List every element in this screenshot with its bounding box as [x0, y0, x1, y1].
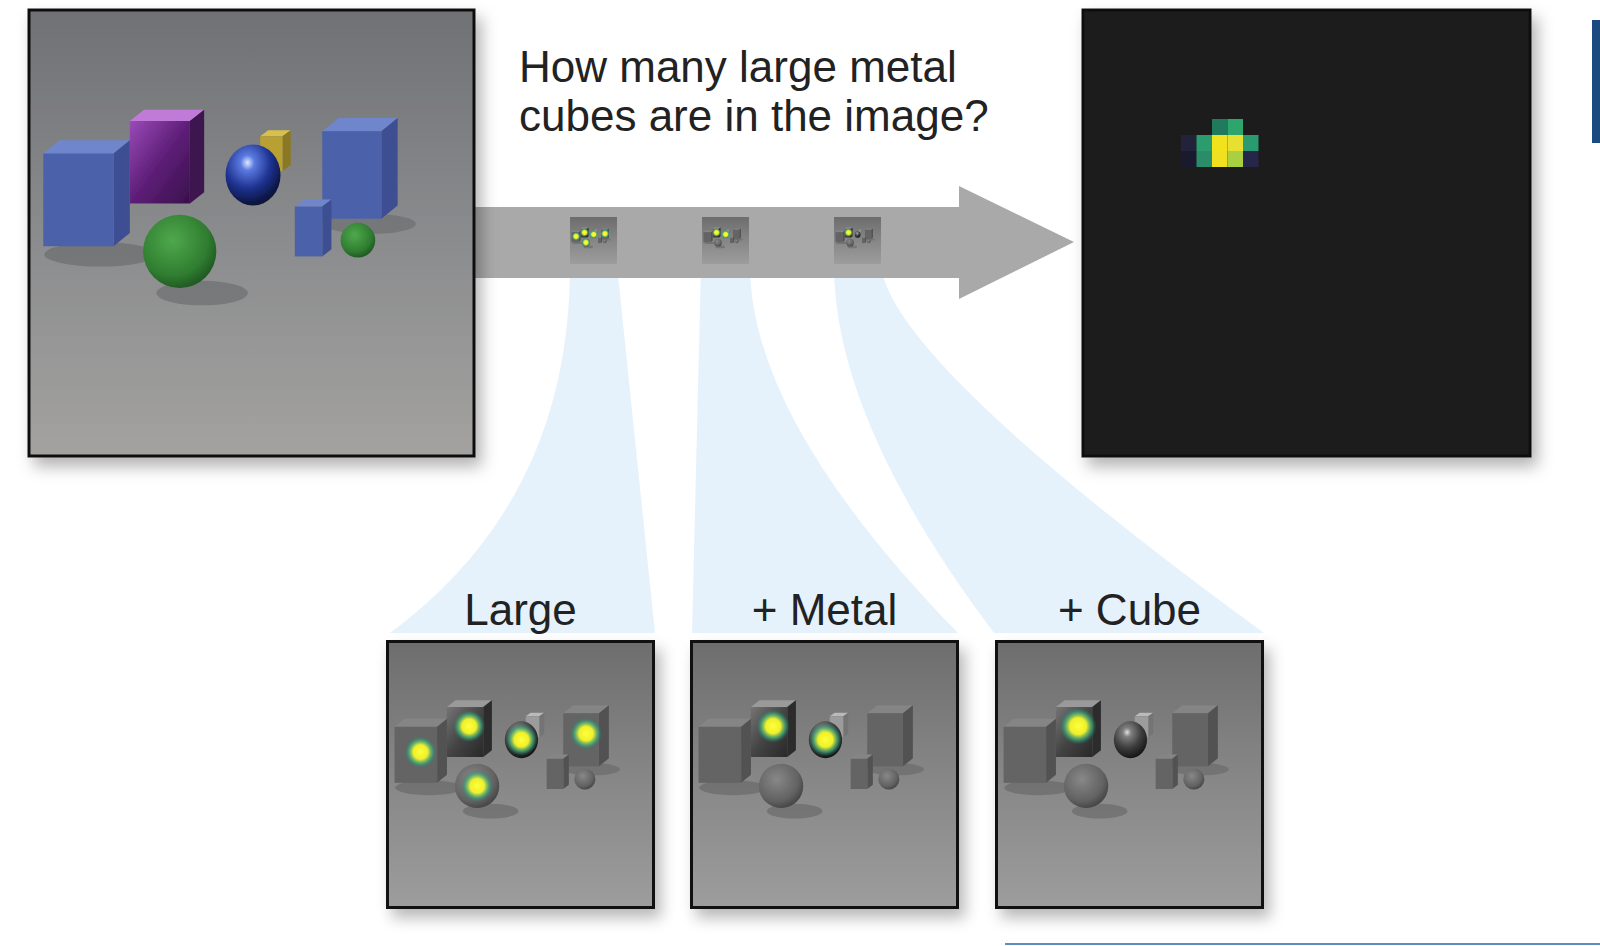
rule-line: [1005, 943, 1600, 945]
scene-shape: [505, 724, 537, 756]
attention-map: [1083, 10, 1530, 456]
scene-shape: [721, 230, 730, 239]
scene-shape: [29, 10, 474, 455]
scene-shape: [29, 10, 474, 455]
scene-shape: [600, 229, 609, 238]
scene-shape: [1181, 151, 1197, 167]
question-text: How many large metal cubes are in the im…: [519, 42, 1019, 140]
scene-shape: [995, 640, 1264, 909]
scene-shape: [453, 710, 485, 742]
scene-shape: [809, 723, 842, 756]
attention-panel-frame: + Metal: [690, 640, 959, 909]
attention-panel-frame: Large: [386, 640, 655, 909]
scene-shape: [1243, 151, 1259, 167]
scene-shape: [1228, 151, 1244, 167]
step-heading: Large: [349, 585, 692, 635]
attention-panel: [386, 640, 655, 909]
attention-panel-frame: + Cube: [995, 640, 1264, 909]
attention-panel: [690, 640, 959, 909]
scene-shape: [1228, 135, 1244, 151]
scene-shape: [1083, 10, 1530, 456]
scene-shape: [404, 736, 436, 768]
thumbnail: [702, 217, 749, 264]
scene-shape: [29, 10, 474, 456]
scene-shape: [580, 228, 589, 237]
thumbnail: [570, 217, 617, 264]
scene-shape: [756, 710, 789, 743]
scene-shape: [844, 228, 853, 237]
scene-shape: [386, 640, 655, 909]
process-arrow: [474, 186, 1074, 299]
thumbnail: [834, 217, 881, 264]
edge-bar: [1592, 20, 1600, 143]
scene-shape: [570, 217, 617, 264]
scene-shape: [461, 770, 493, 802]
step-heading: + Cube: [958, 585, 1301, 635]
scene-shape: [690, 640, 959, 909]
scene-shape: [1228, 119, 1244, 135]
scene-shape: [1212, 135, 1228, 151]
scene-shape: [589, 230, 598, 239]
attention-panel: [995, 640, 1264, 909]
heatmap: [1181, 119, 1259, 167]
scene-shape: [834, 217, 881, 264]
scene-shape: [1212, 119, 1228, 135]
scene-shape: [702, 217, 749, 264]
scene-shape: [1197, 135, 1213, 151]
scene-shape: [1181, 135, 1197, 151]
step-heading: + Metal: [653, 585, 996, 635]
scene-shape: [1197, 151, 1213, 167]
scene-shape: [581, 238, 590, 247]
scene-shape: [572, 232, 581, 241]
scene-shape: [712, 228, 721, 237]
scene-shape: [1060, 708, 1097, 745]
input-image: [29, 10, 474, 456]
scene-shape: [1243, 135, 1259, 151]
scene-shape: [1212, 151, 1228, 167]
scene-shape: [570, 718, 602, 750]
